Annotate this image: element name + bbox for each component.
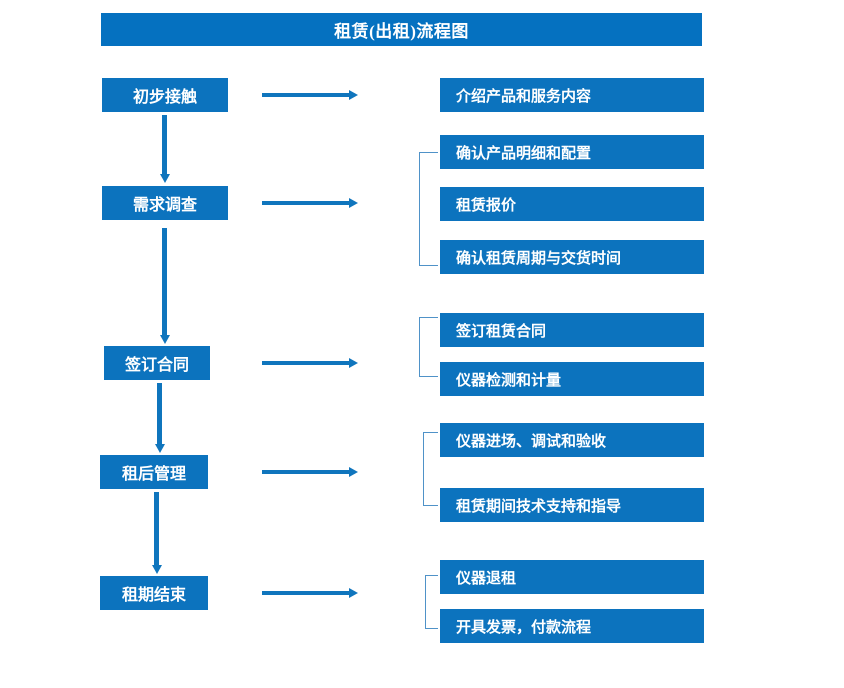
task-box-9[interactable]: 仪器退租	[440, 560, 704, 594]
arrow-head	[160, 335, 170, 344]
task-box-10[interactable]: 开具发票，付款流程	[440, 609, 704, 643]
right-arrow-stage-4	[262, 467, 358, 477]
arrow-shaft	[154, 492, 159, 565]
task-box-3[interactable]: 租赁报价	[440, 187, 704, 221]
arrow-head	[349, 198, 358, 208]
arrow-head	[349, 467, 358, 477]
arrow-shaft	[262, 93, 349, 97]
right-arrow-stage-2	[262, 198, 358, 208]
group-bracket-postrent	[423, 432, 438, 506]
arrow-head	[155, 444, 165, 453]
stage-box-1[interactable]: 初步接触	[102, 78, 228, 112]
arrow-shaft	[262, 201, 349, 205]
task-box-5[interactable]: 签订租赁合同	[440, 313, 704, 347]
arrow-shaft	[162, 228, 167, 335]
task-box-4[interactable]: 确认租赁周期与交货时间	[440, 240, 704, 274]
task-box-6[interactable]: 仪器检测和计量	[440, 362, 704, 396]
group-bracket-end	[425, 575, 438, 629]
task-box-2[interactable]: 确认产品明细和配置	[440, 135, 704, 169]
down-arrow-3-4	[155, 383, 165, 453]
arrow-shaft	[262, 591, 349, 595]
arrow-head	[160, 174, 170, 183]
arrow-head	[152, 565, 162, 574]
arrow-head	[349, 90, 358, 100]
right-arrow-stage-5	[262, 588, 358, 598]
task-box-8[interactable]: 租赁期间技术支持和指导	[440, 488, 704, 522]
diagram-title: 租赁(出租)流程图	[101, 13, 702, 46]
arrow-head	[349, 358, 358, 368]
arrow-shaft	[262, 361, 349, 365]
stage-box-3[interactable]: 签订合同	[104, 346, 210, 380]
down-arrow-2-3	[160, 228, 170, 344]
down-arrow-1-2	[160, 115, 170, 183]
task-box-1[interactable]: 介绍产品和服务内容	[440, 78, 704, 112]
group-bracket-requirements	[419, 152, 438, 266]
down-arrow-4-5	[152, 492, 162, 574]
task-box-7[interactable]: 仪器进场、调试和验收	[440, 423, 704, 457]
stage-box-5[interactable]: 租期结束	[100, 576, 208, 610]
arrow-shaft	[157, 383, 162, 444]
stage-box-2[interactable]: 需求调查	[102, 186, 228, 220]
arrow-shaft	[162, 115, 167, 174]
right-arrow-stage-1	[262, 90, 358, 100]
right-arrow-stage-3	[262, 358, 358, 368]
stage-box-4[interactable]: 租后管理	[100, 455, 208, 489]
arrow-head	[349, 588, 358, 598]
group-bracket-contract	[419, 317, 438, 377]
arrow-shaft	[262, 470, 349, 474]
